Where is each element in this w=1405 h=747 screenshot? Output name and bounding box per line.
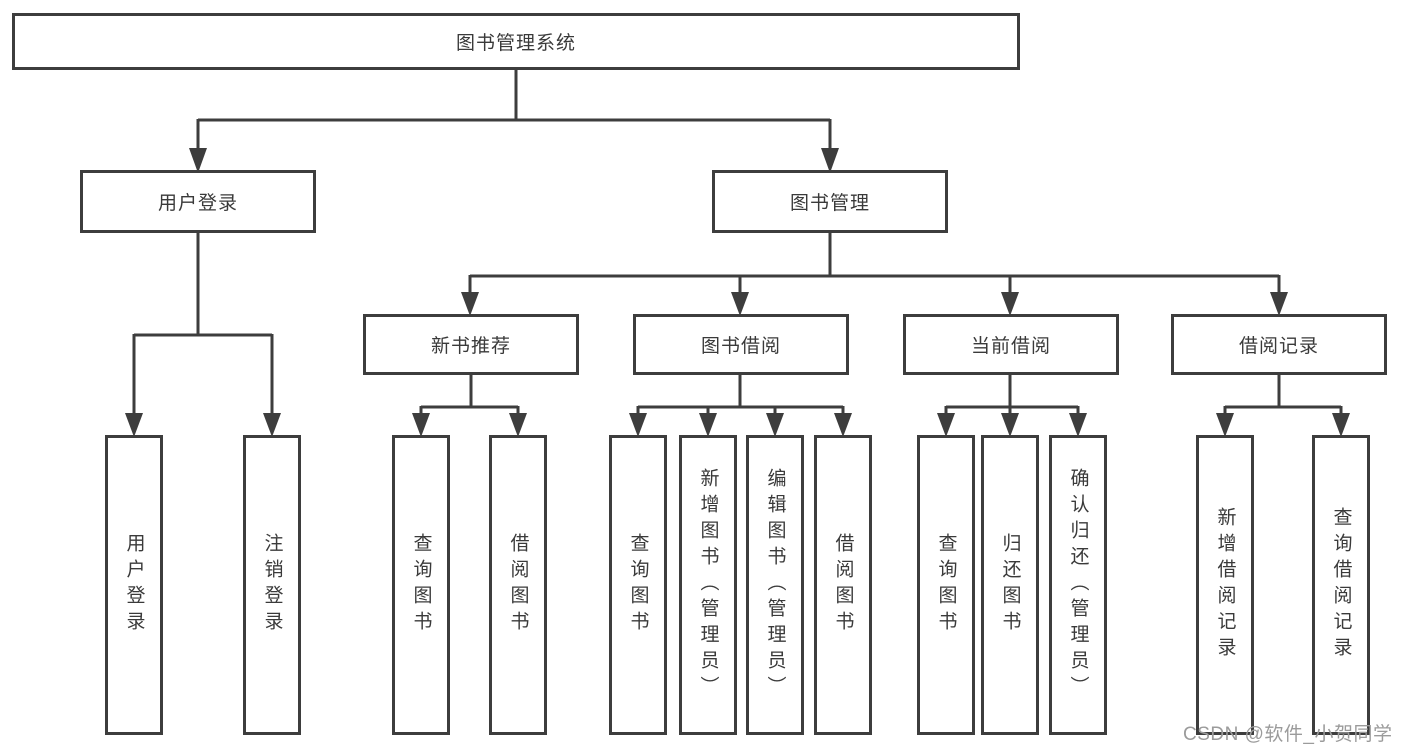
leaf-borrow-books-recommend: 借阅图书 — [489, 435, 547, 735]
leaf-label: 用户登录 — [123, 533, 145, 637]
leaf-borrow-books: 借阅图书 — [814, 435, 872, 735]
arrowheads — [125, 148, 1350, 437]
node-borrow-records: 借阅记录 — [1171, 314, 1387, 375]
node-current-borrow: 当前借阅 — [903, 314, 1119, 375]
leaf-label: 确认归还（管理员） — [1067, 468, 1089, 702]
leaf-label: 归还图书 — [999, 533, 1021, 637]
leaf-logout: 注销登录 — [243, 435, 301, 735]
node-new-book-recommend: 新书推荐 — [363, 314, 579, 375]
leaf-label: 新增借阅记录 — [1214, 507, 1236, 663]
node-label: 当前借阅 — [970, 336, 1051, 357]
leaf-label: 新增图书（管理员） — [697, 468, 719, 702]
node-label: 图书借阅 — [700, 336, 781, 357]
leaf-edit-books-admin: 编辑图书（管理员） — [746, 435, 804, 735]
node-label: 用户登录 — [157, 193, 238, 214]
node-label: 图书管理系统 — [455, 33, 576, 54]
leaf-query-books-recommend: 查询图书 — [392, 435, 450, 735]
leaf-label: 借阅图书 — [832, 533, 854, 637]
leaf-query-borrow-record: 查询借阅记录 — [1312, 435, 1370, 735]
node-user-login-branch: 用户登录 — [80, 170, 316, 233]
node-book-borrow: 图书借阅 — [633, 314, 849, 375]
leaf-label: 借阅图书 — [507, 533, 529, 637]
node-label: 借阅记录 — [1238, 336, 1319, 357]
csdn-watermark: CSDN @软件_小贺同学 — [1183, 724, 1393, 745]
leaf-confirm-return-admin: 确认归还（管理员） — [1049, 435, 1107, 735]
leaf-label: 查询图书 — [935, 533, 957, 637]
node-book-management-branch: 图书管理 — [712, 170, 948, 233]
node-library-management-system: 图书管理系统 — [12, 13, 1020, 70]
leaf-label: 查询借阅记录 — [1330, 507, 1352, 663]
leaf-add-books-admin: 新增图书（管理员） — [679, 435, 737, 735]
leaf-label: 注销登录 — [261, 533, 283, 637]
leaf-user-login: 用户登录 — [105, 435, 163, 735]
node-label: 新书推荐 — [430, 336, 511, 357]
leaf-label: 查询图书 — [410, 533, 432, 637]
leaf-return-books: 归还图书 — [981, 435, 1039, 735]
node-label: 图书管理 — [789, 193, 870, 214]
leaf-query-books-current: 查询图书 — [917, 435, 975, 735]
leaf-query-books-borrow: 查询图书 — [609, 435, 667, 735]
leaf-add-borrow-record: 新增借阅记录 — [1196, 435, 1254, 735]
leaf-label: 查询图书 — [627, 533, 649, 637]
leaf-label: 编辑图书（管理员） — [764, 468, 786, 702]
